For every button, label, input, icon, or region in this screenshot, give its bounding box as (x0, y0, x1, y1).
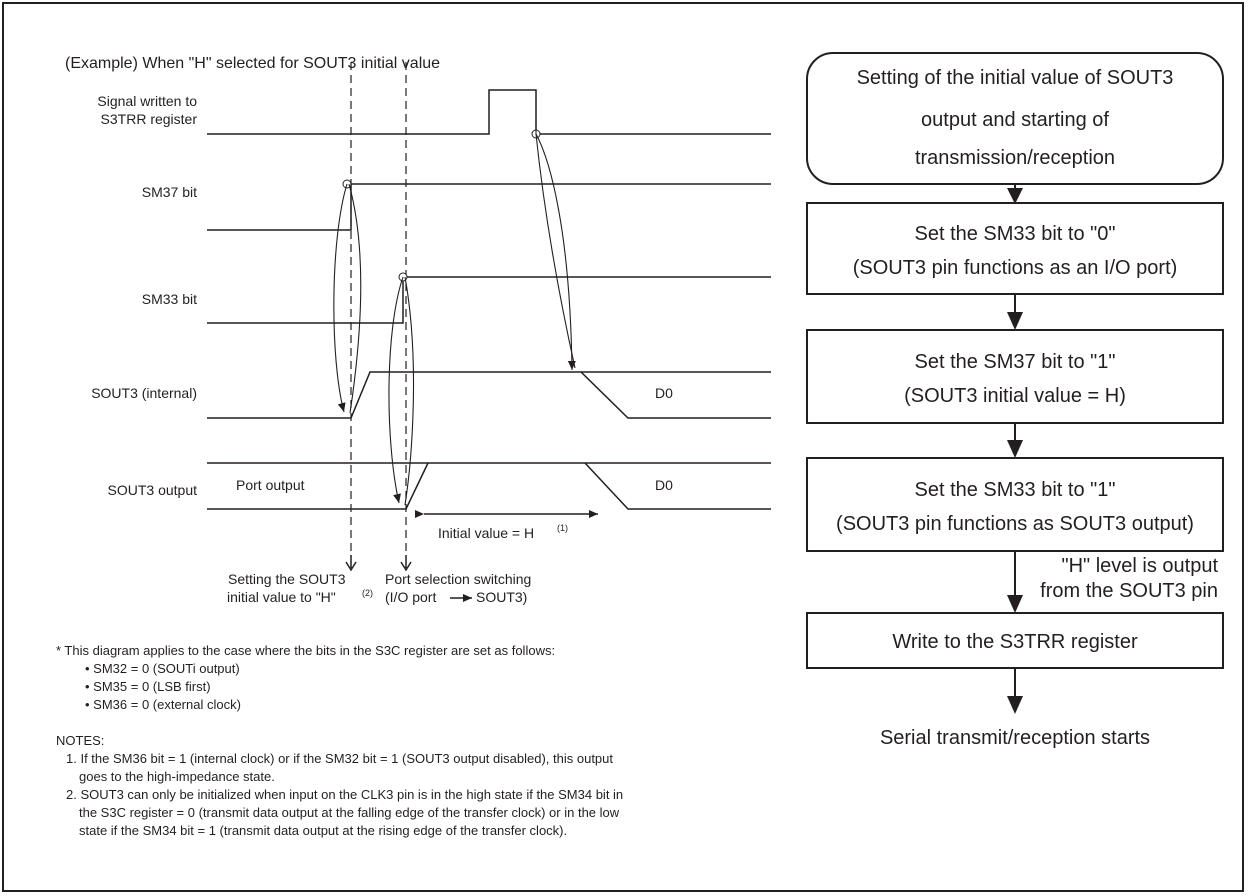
flow-step-4-label: Write to the S3TRR register (892, 631, 1138, 653)
sm33-waveform (207, 276, 771, 324)
initial-value-note-ref: (1) (557, 523, 568, 533)
arrow-sm33-to-sout3-output (388, 276, 404, 504)
d0-output-label: D0 (655, 477, 673, 493)
flow-step-1 (806, 202, 1224, 295)
flow-arrowhead-icon (1007, 440, 1023, 458)
flow-step-2-line: (SOUT3 initial value = H) (904, 385, 1126, 407)
footnote-item: • SM36 = 0 (external clock) (85, 697, 241, 712)
flow-step-2 (806, 329, 1224, 424)
flow-step-1-line: Set the SM33 bit to "0" (915, 223, 1116, 245)
setting-label-line1: Setting the SOUT3 (228, 571, 346, 587)
flow-start-line: transmission/reception (915, 147, 1115, 169)
setting-note-ref: (2) (362, 588, 373, 598)
note-1-line: goes to the high-impedance state. (79, 769, 275, 784)
note-2-line: 2. SOUT3 can only be initialized when in… (66, 787, 623, 802)
signal-label-sout3-internal: SOUT3 (internal) (91, 385, 197, 401)
flow-step-3 (806, 457, 1224, 552)
flow-step-3-line: (SOUT3 pin functions as SOUT3 output) (836, 513, 1194, 535)
footnote-item: • SM32 = 0 (SOUTi output) (85, 661, 240, 676)
signal-label-s3trr-line1: Signal written to (97, 93, 197, 109)
example-title: (Example) When "H" selected for SOUT3 in… (65, 55, 440, 72)
flow-step-1-line: (SOUT3 pin functions as an I/O port) (853, 257, 1178, 279)
setting-label-line2: initial value to "H" (227, 589, 336, 605)
flow-step-3-line: Set the SM33 bit to "1" (915, 479, 1116, 501)
d0-internal-label: D0 (655, 385, 673, 401)
notes-heading: NOTES: (56, 733, 104, 748)
flow-arrowhead-icon (1007, 188, 1023, 204)
flow-end-label: Serial transmit/reception starts (880, 727, 1150, 749)
flow-arrowhead-icon (1007, 312, 1023, 330)
signal-label-sm33: SM33 bit (142, 291, 197, 307)
arrow-sm37-curve-return (348, 183, 362, 414)
guide-arrow-setting (345, 555, 357, 572)
arrow-s3trr-curve-return (535, 133, 576, 369)
port-selection-label-line2b: SOUT3) (476, 589, 527, 605)
footnote-item: • SM35 = 0 (LSB first) (85, 679, 211, 694)
signal-label-sout3-output: SOUT3 output (108, 482, 198, 498)
sout3-internal-d0-edge (580, 371, 771, 419)
h-level-line: "H" level is output (1062, 555, 1219, 577)
arrow-sm37-to-sout3-internal (333, 183, 348, 413)
port-selection-label-line2: (I/O port (385, 589, 436, 605)
note-1-line: 1. If the SM36 bit = 1 (internal clock) … (66, 751, 613, 766)
s3trr-waveform (207, 89, 771, 135)
port-selection-label-line1: Port selection switching (385, 571, 531, 587)
arrow-s3trr-to-d0 (535, 120, 576, 371)
sout3-output-low (207, 462, 429, 510)
sout3-internal-high (207, 371, 771, 419)
h-level-line: from the SOUT3 pin (1040, 580, 1218, 602)
sm37-waveform (207, 183, 771, 231)
signal-label-s3trr-line2: S3TRR register (101, 111, 198, 127)
flow-step-2-line: Set the SM37 bit to "1" (915, 351, 1116, 373)
signal-label-sm37: SM37 bit (142, 184, 197, 200)
note-2-line: state if the SM34 bit = 1 (transmit data… (79, 823, 567, 838)
sout3-output-d0-edge (584, 462, 771, 510)
note-2-line: the S3C register = 0 (transmit data outp… (79, 805, 620, 820)
flow-start-line: Setting of the initial value of SOUT3 (857, 67, 1174, 89)
flow-start-line: output and starting of (921, 109, 1109, 131)
guide-arrow-port-switch (400, 555, 412, 572)
flow-arrowhead-icon (1007, 696, 1023, 714)
port-output-label: Port output (236, 477, 305, 493)
footnote-intro: * This diagram applies to the case where… (56, 643, 555, 658)
arrow-sm33-curve-return (404, 276, 415, 506)
flow-arrowhead-icon (1007, 595, 1023, 613)
initial-value-label: Initial value = H (438, 525, 534, 541)
